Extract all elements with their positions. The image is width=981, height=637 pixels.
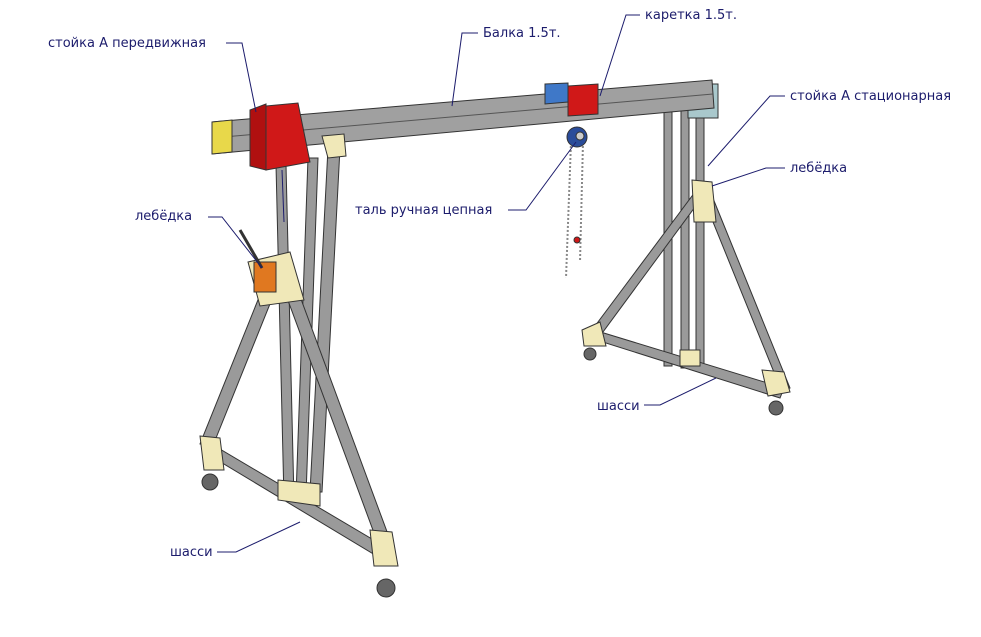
label-chassis-right: шасси [597,399,640,414]
wheel [768,400,784,416]
label-stand-stationary: стойка А стационарная [790,89,952,104]
wheel [583,347,597,361]
leader-lines [208,14,785,553]
carriage-rollers [544,82,569,105]
wheel [201,473,219,491]
left-red-plate [265,102,311,171]
label-beam: Балка 1.5т. [483,26,561,41]
carriage [567,83,599,117]
hoist [565,126,588,279]
label-winch-left: лебёдка [135,209,193,224]
label-carriage: каретка 1.5т. [645,8,737,23]
label-chassis-left: шасси [170,545,213,560]
right-winch-plate [691,179,717,223]
right-a-frame [581,83,791,416]
wheel [376,578,396,598]
left-a-frame [199,102,399,598]
label-winch-right: лебёдка [790,161,848,176]
left-winch [253,261,277,293]
label-stand-mobile: стойка А передвижная [48,36,206,51]
label-hoist: таль ручная цепная [355,203,493,218]
